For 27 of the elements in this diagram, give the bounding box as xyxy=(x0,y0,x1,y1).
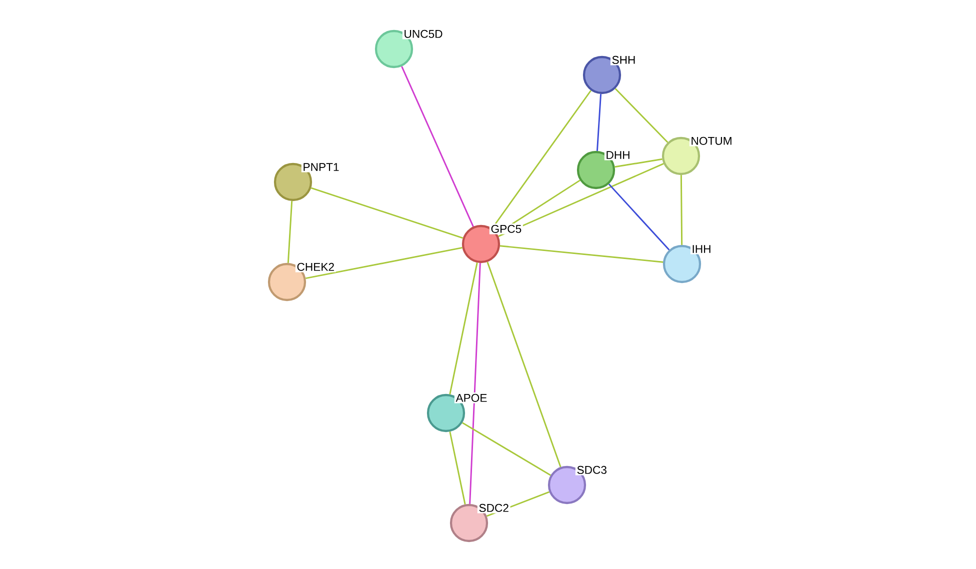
interaction-line xyxy=(680,175,683,245)
node-label: SDC2 xyxy=(477,502,510,514)
node-label: CHEK2 xyxy=(295,262,336,272)
node-label: IHH xyxy=(690,244,713,254)
interaction-line xyxy=(287,200,293,264)
interaction-line xyxy=(500,245,664,263)
node-label: SHH xyxy=(610,54,638,66)
interaction-line xyxy=(498,163,664,237)
interaction-line xyxy=(462,422,551,476)
interaction-line xyxy=(608,184,670,250)
interaction-line xyxy=(449,262,478,394)
interaction-line xyxy=(306,246,462,280)
interaction-line xyxy=(596,94,602,152)
interaction-line xyxy=(486,262,562,468)
interaction-line xyxy=(310,187,464,239)
node-label: PNPT1 xyxy=(301,162,341,172)
node-label: DHH xyxy=(604,150,632,160)
interaction-line xyxy=(449,432,466,504)
node-label: SDC3 xyxy=(575,464,608,476)
node-label: APOE xyxy=(454,392,489,404)
interaction-line xyxy=(614,158,662,168)
interaction-line xyxy=(614,88,668,143)
node-label: GPC5 xyxy=(489,224,523,234)
interaction-line xyxy=(469,263,481,504)
interaction-line xyxy=(401,66,474,227)
node-label: NOTUM xyxy=(689,136,734,146)
node-label: UNC5D xyxy=(402,28,444,40)
